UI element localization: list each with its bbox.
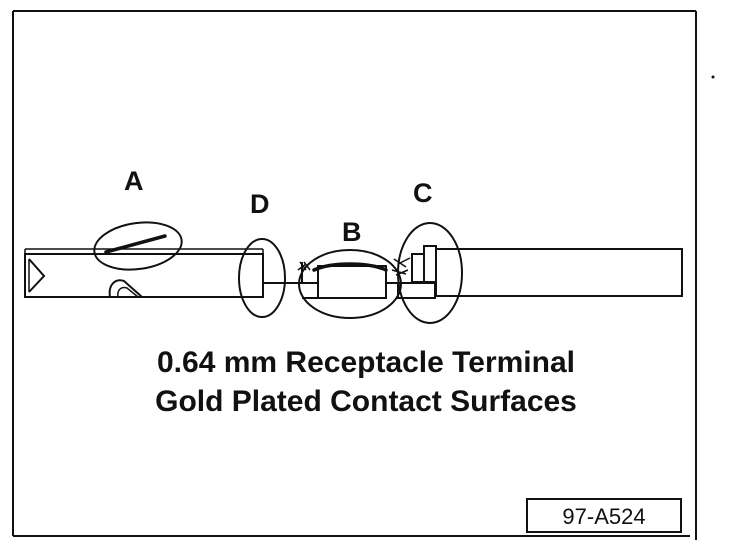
reference-code-box: 97-A524	[526, 498, 682, 533]
receptacle-terminal	[24, 245, 683, 299]
caption-line-2: Gold Plated Contact Surfaces	[155, 385, 577, 418]
contact-surface-marks	[104, 234, 411, 276]
callout-label-b: B	[342, 217, 362, 247]
callout-label-d: D	[250, 189, 270, 219]
callout-label-c: C	[413, 178, 433, 208]
caption-line-1: 0.64 mm Receptacle Terminal	[157, 346, 575, 379]
region-b-ellipse	[298, 249, 402, 319]
terminal-entry-section	[24, 248, 264, 298]
region-a-ellipse	[93, 221, 183, 271]
callout-label-a: A	[124, 166, 144, 196]
stray-dot	[711, 75, 715, 79]
callout-ellipses	[93, 221, 463, 324]
region-c-ellipse	[397, 222, 463, 324]
diagram-frame	[12, 10, 697, 540]
reference-code: 97-A524	[562, 504, 645, 529]
region-d-ellipse	[238, 238, 286, 318]
terminal-crimp-section	[397, 245, 683, 299]
